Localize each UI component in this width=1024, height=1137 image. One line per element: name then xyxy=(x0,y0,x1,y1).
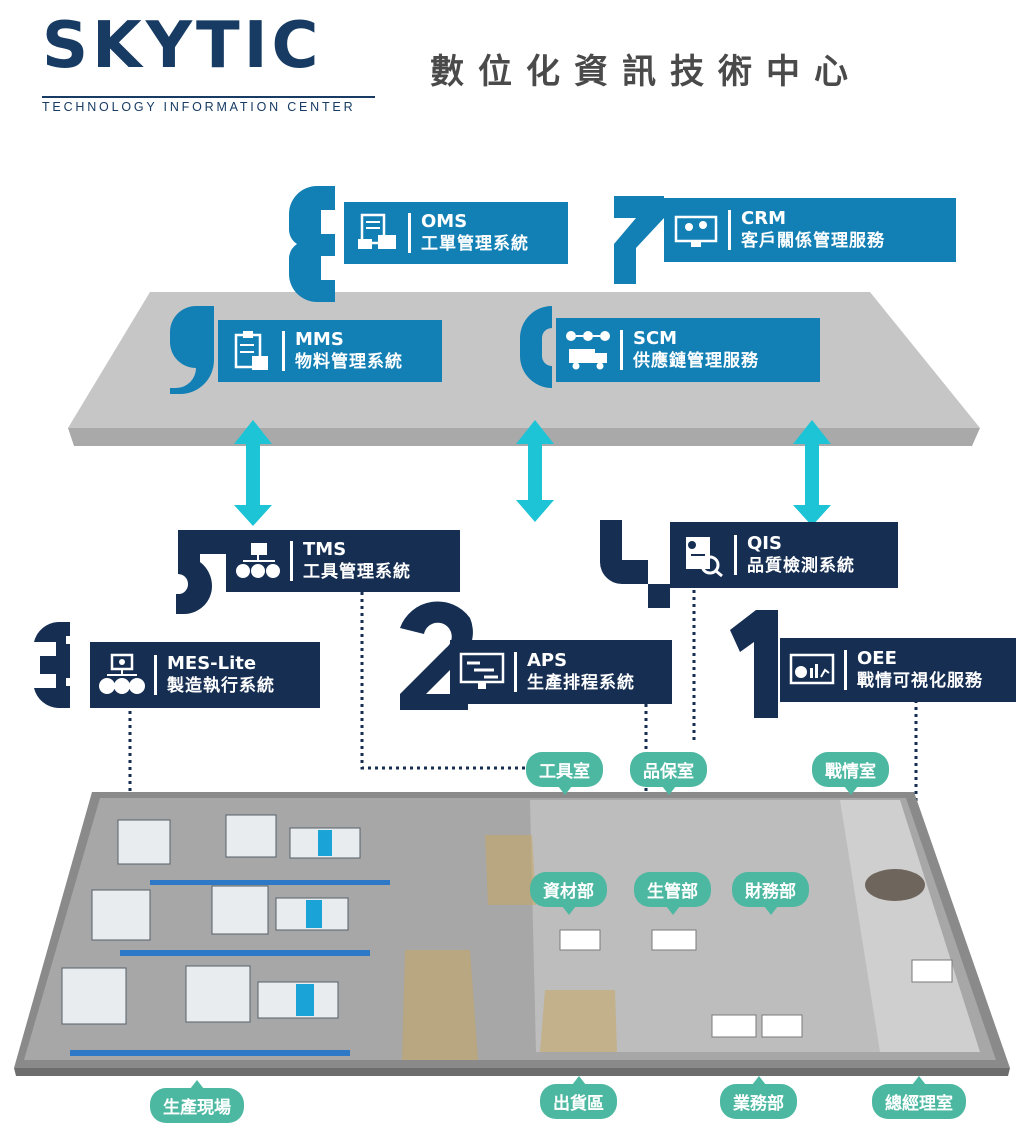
mms-name: 物料管理系統 xyxy=(295,352,403,372)
tms-name: 工具管理系統 xyxy=(303,562,411,582)
label-finance: 財務部 xyxy=(732,872,809,915)
arrow-crm-qis xyxy=(793,420,831,526)
mms-code: MMS xyxy=(295,329,344,350)
oms-name: 工單管理系統 xyxy=(421,234,529,254)
scm-code: SCM xyxy=(633,328,678,349)
production-schedule-icon xyxy=(450,640,514,704)
mes-code: MES-Lite xyxy=(167,653,257,674)
oms-divider xyxy=(408,213,411,253)
tms-code: TMS xyxy=(303,539,347,560)
work-order-icon xyxy=(344,202,408,264)
dashboard-chart-icon xyxy=(780,638,844,702)
mes-divider xyxy=(154,655,157,695)
number-7-shape xyxy=(614,196,664,284)
crm-name: 客戶關係管理服務 xyxy=(741,231,885,251)
oee-divider xyxy=(844,650,847,690)
scm-name: 供應鏈管理服務 xyxy=(633,351,759,371)
label-qa-room: 品保室 xyxy=(630,752,707,795)
crm-code: CRM xyxy=(741,208,786,229)
oee-code: OEE xyxy=(857,648,897,669)
number-3-shape xyxy=(34,622,70,708)
tms-divider xyxy=(290,541,293,581)
tool-management-icon xyxy=(226,530,290,592)
oms-code: OMS xyxy=(421,211,468,232)
arrows xyxy=(234,420,831,526)
label-production-mgmt: 生管部 xyxy=(634,872,711,915)
label-production-floor: 生產現場 xyxy=(150,1080,244,1123)
oee-name: 戰情可視化服務 xyxy=(857,671,983,691)
supply-chain-truck-icon xyxy=(556,318,620,382)
logo-subtitle: TECHNOLOGY INFORMATION CENTER xyxy=(42,100,356,114)
logo-rule xyxy=(42,96,375,98)
connector-tms xyxy=(360,592,530,770)
label-sales: 業務部 xyxy=(720,1076,797,1119)
aps-code: APS xyxy=(527,650,568,671)
number-5-shape xyxy=(176,530,226,614)
material-clipboard-icon xyxy=(218,320,282,382)
qis-code: QIS xyxy=(747,533,782,554)
quality-inspection-icon xyxy=(670,522,734,588)
aps-divider xyxy=(514,652,517,692)
label-gm-office: 總經理室 xyxy=(872,1076,966,1119)
page-title: 數位化資訊技術中心 xyxy=(430,52,862,92)
label-tool-room: 工具室 xyxy=(526,752,603,795)
logo-wordmark: SKYTIC xyxy=(42,9,323,83)
crm-divider xyxy=(728,210,731,250)
aps-name: 生產排程系統 xyxy=(527,673,635,693)
number-8-shape xyxy=(289,186,335,302)
label-materials: 資材部 xyxy=(530,872,607,915)
label-war-room: 戰情室 xyxy=(812,752,889,795)
customer-relationship-icon xyxy=(664,198,728,262)
mms-divider xyxy=(282,331,285,371)
arrow-mms-tms xyxy=(234,420,272,526)
label-shipping: 出貨區 xyxy=(540,1076,617,1119)
number-1-shape xyxy=(730,610,778,718)
manufacturing-execution-icon xyxy=(90,642,154,708)
scm-divider xyxy=(620,330,623,370)
qis-name: 品質檢測系統 xyxy=(747,556,855,576)
number-4-shape xyxy=(600,520,670,608)
number-6-shape xyxy=(520,306,552,388)
mes-name: 製造執行系統 xyxy=(167,676,275,696)
arrow-scm-aps xyxy=(516,420,554,522)
factory-floor xyxy=(14,792,1010,1076)
number-2-shape xyxy=(400,601,473,710)
qis-divider xyxy=(734,535,737,575)
number-9-shape xyxy=(170,306,215,394)
